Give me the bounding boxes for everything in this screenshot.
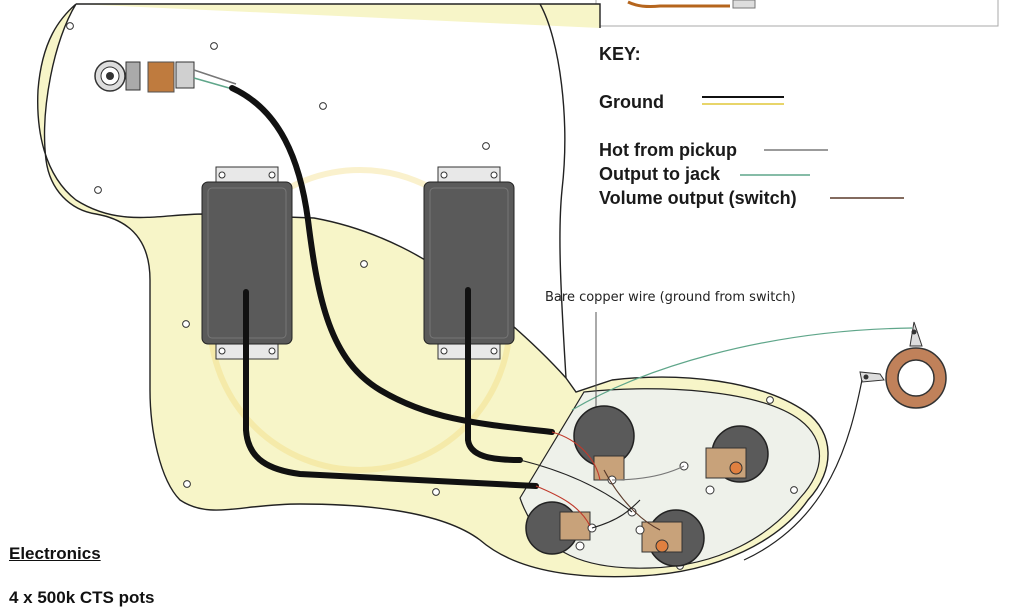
key-output-label: Output to jack <box>599 164 720 184</box>
bridge-pickup <box>423 166 515 360</box>
key-hot-label: Hot from pickup <box>599 140 737 160</box>
legend-box-edge <box>595 0 999 27</box>
pot-tone-2 <box>627 507 705 567</box>
key-ground-swatch <box>702 96 784 105</box>
output-jack <box>94 60 237 93</box>
wire-output-to-switch <box>571 327 913 411</box>
legend-sample-wire <box>627 0 730 8</box>
screw-holes <box>66 22 798 570</box>
internal-wires <box>519 431 685 531</box>
pickguard-edge <box>539 3 567 379</box>
neck-pickup <box>201 166 293 360</box>
key-title: KEY: <box>599 44 641 64</box>
electronics-heading: Electronics <box>9 544 101 563</box>
bare-copper-annotation: Bare copper wire (ground from switch) <box>545 290 796 305</box>
legend-sample-connector <box>732 0 756 9</box>
pickup-cables <box>229 85 555 489</box>
electronics-item: 4 x 500k CTS pots <box>9 588 155 607</box>
wire-switch-down <box>743 379 863 561</box>
key-ground-label: Ground <box>599 92 664 112</box>
pickup-selector-switch <box>859 321 947 409</box>
pot-tone-1 <box>679 425 769 495</box>
key-volume-label: Volume output (switch) <box>599 188 797 208</box>
